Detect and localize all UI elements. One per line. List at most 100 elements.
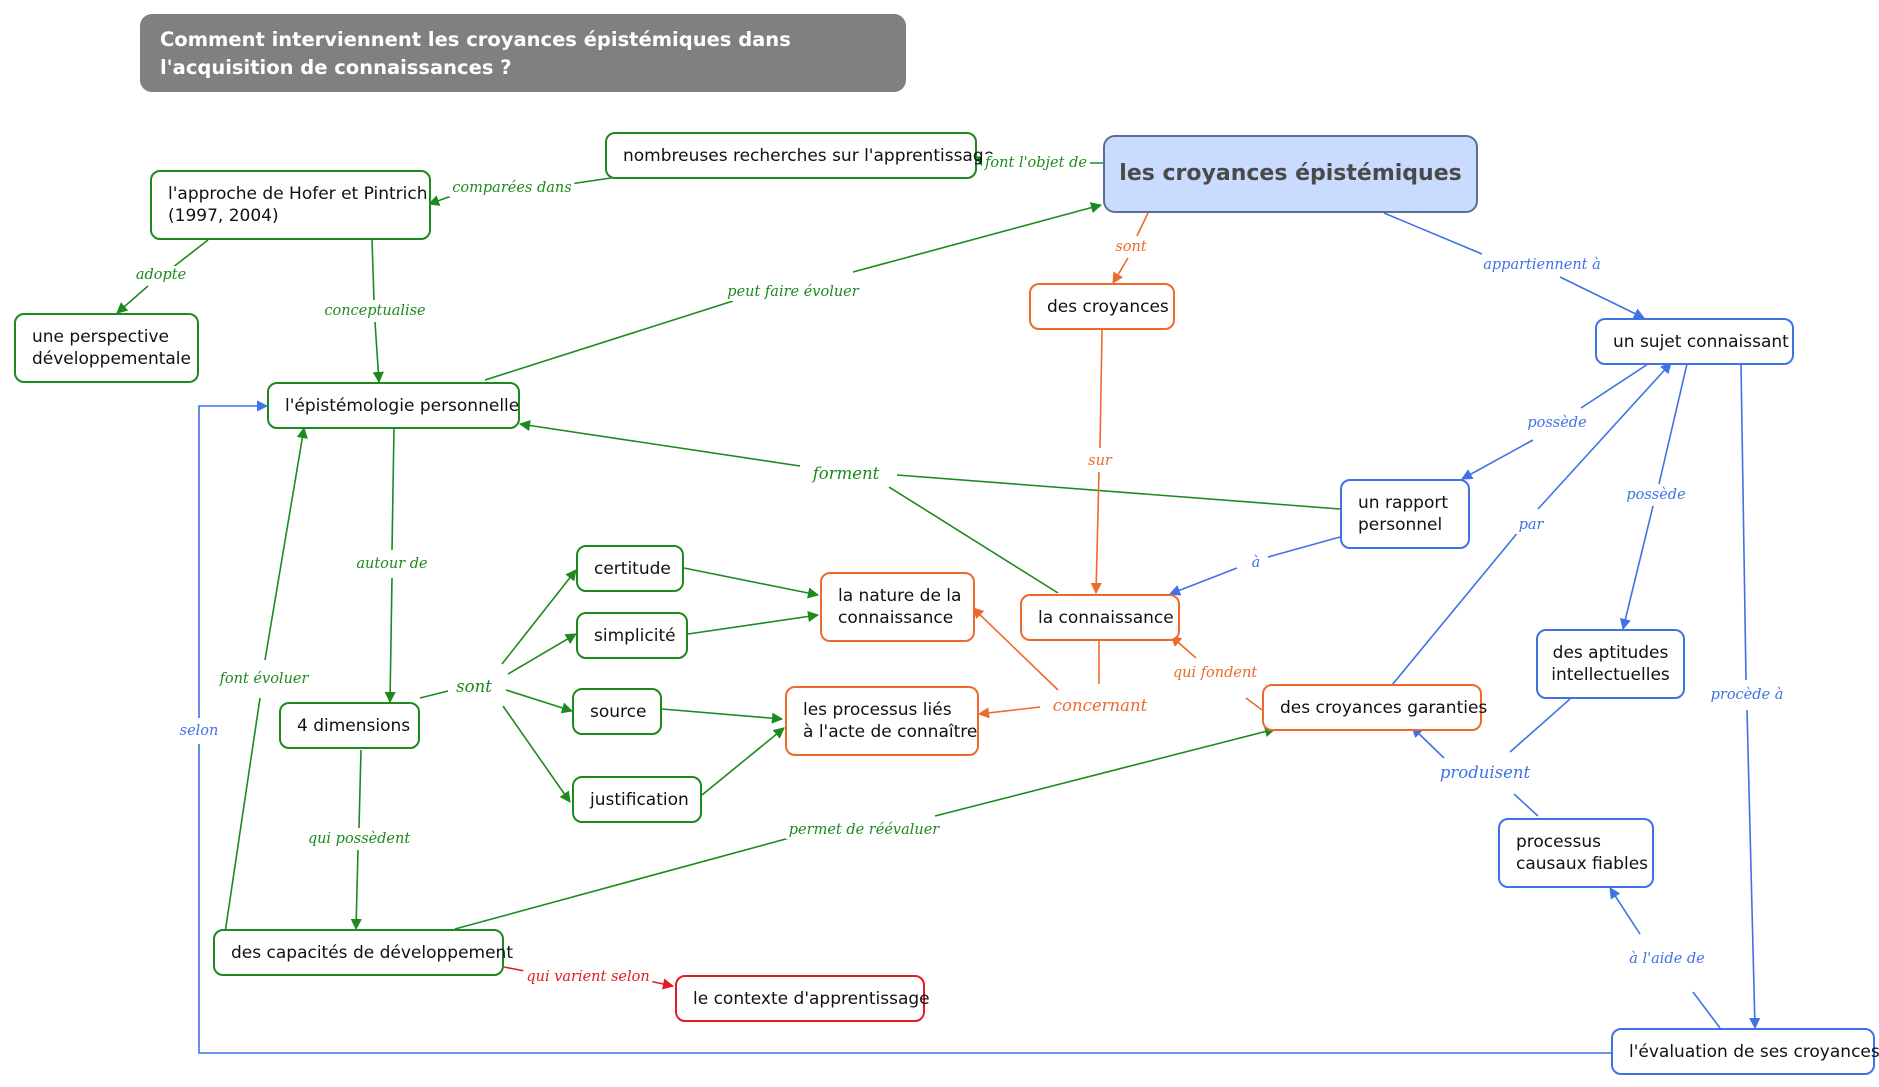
node-label: des croyances garanties bbox=[1280, 697, 1488, 718]
node-label: nombreuses recherches sur l'apprentissag… bbox=[623, 145, 995, 166]
node-source[interactable]: source bbox=[572, 688, 662, 735]
node-des-croyances[interactable]: des croyances bbox=[1029, 283, 1175, 330]
node-processus-causaux[interactable]: processus causaux fiables bbox=[1498, 818, 1654, 888]
link-procede: procède à bbox=[1707, 686, 1787, 704]
edge-sont-to-source bbox=[505, 689, 574, 714]
node-croyances-epistemiques[interactable]: les croyances épistémiques bbox=[1103, 135, 1478, 213]
node-capacites[interactable]: des capacités de développement bbox=[213, 929, 513, 976]
edge-produisent-to-garanties bbox=[1411, 726, 1445, 759]
edge-alaide-to-causaux bbox=[1609, 887, 1641, 935]
link-sur: sur bbox=[1085, 452, 1115, 470]
edge-aptitudes-to-produisent bbox=[1509, 698, 1571, 753]
node-label-line-2: à l'acte de connaître bbox=[803, 722, 978, 742]
edge-croyances-to-sont bbox=[1136, 212, 1149, 237]
link-par: par bbox=[1515, 516, 1547, 534]
node-contexte[interactable]: le contexte d'apprentissage bbox=[675, 975, 930, 1022]
link-possede-aptitudes: possède bbox=[1623, 486, 1689, 504]
node-simplicite[interactable]: simplicité bbox=[576, 612, 688, 659]
node-label-line-2: causaux fiables bbox=[1516, 854, 1649, 874]
edge-hofer-to-conceptualise bbox=[371, 239, 375, 301]
node-label: l'épistémologie personnelle bbox=[285, 395, 520, 416]
edge-conceptualise-to-epistemologie bbox=[372, 321, 384, 384]
edge-croyances-to-appartiennent bbox=[1383, 212, 1483, 255]
node-label-line-1: une perspective bbox=[32, 327, 170, 347]
edge-causaux-to-produisent bbox=[1513, 793, 1539, 817]
node-label: certitude bbox=[594, 558, 671, 579]
edge-autour-to-dimensions bbox=[384, 577, 396, 704]
edge-possede1-to-rapport bbox=[1461, 439, 1534, 480]
node-label-line-2: intellectuelles bbox=[1551, 665, 1670, 685]
node-label-line-1: la nature de la bbox=[838, 586, 962, 606]
node-label: simplicité bbox=[594, 625, 676, 646]
node-label-line-2: développementale bbox=[32, 349, 191, 369]
node-sujet-connaissant[interactable]: un sujet connaissant bbox=[1595, 318, 1794, 365]
edge-evaluation-to-alaide bbox=[1692, 991, 1721, 1029]
edge-certitude-to-nature bbox=[683, 567, 820, 599]
node-aptitudes[interactable]: des aptitudes intellectuelles bbox=[1536, 629, 1685, 699]
node-certitude[interactable]: certitude bbox=[576, 545, 684, 592]
edge-peutfaire-to-croyances bbox=[852, 202, 1103, 273]
edge-sujet-to-possede1 bbox=[1580, 363, 1649, 409]
link-permet: permet de réévaluer bbox=[785, 821, 943, 839]
link-adopte: adopte bbox=[132, 266, 190, 284]
link-possede-rapport: possède bbox=[1524, 414, 1590, 432]
link-conceptualise: conceptualise bbox=[321, 302, 429, 320]
node-4-dimensions[interactable]: 4 dimensions bbox=[279, 702, 420, 749]
node-label-line-1: l'approche de Hofer et Pintrich bbox=[168, 184, 428, 204]
edge-descroyances-to-sur bbox=[1099, 329, 1103, 449]
link-autour: autour de bbox=[353, 555, 431, 573]
node-justification[interactable]: justification bbox=[572, 776, 702, 823]
edge-selon-to-epistemologie bbox=[198, 400, 269, 718]
edge-sujet-to-procede bbox=[1740, 363, 1747, 681]
node-croyances-garanties[interactable]: des croyances garanties bbox=[1262, 684, 1487, 731]
edge-epistemologie-to-autour bbox=[391, 427, 395, 551]
edge-sont-to-justification bbox=[502, 705, 571, 803]
node-hofer-pintrich[interactable]: l'approche de Hofer et Pintrich (1997, 2… bbox=[150, 170, 431, 240]
node-la-connaissance[interactable]: la connaissance bbox=[1020, 594, 1180, 641]
link-qui-fondent: qui fondent bbox=[1169, 664, 1261, 682]
edge-capacites-to-fontevoluer bbox=[224, 697, 261, 934]
link-sont-green: sont bbox=[453, 678, 495, 696]
edge-epistemologie-to-peutfaire bbox=[484, 300, 734, 381]
link-qui-varient: qui varient selon bbox=[523, 968, 653, 986]
edge-garanties-to-par bbox=[1391, 530, 1520, 686]
edge-adopte-to-perspective bbox=[116, 285, 149, 314]
node-epistemologie[interactable]: l'épistémologie personnelle bbox=[267, 382, 520, 429]
edge-garanties-to-quifondent bbox=[1245, 697, 1263, 711]
link-comparees: comparées dans bbox=[449, 179, 575, 197]
edge-a-to-connaissance bbox=[1168, 567, 1238, 596]
link-peut-faire: peut faire évoluer bbox=[724, 283, 862, 301]
link-a-laide: à l'aide de bbox=[1626, 950, 1708, 968]
node-perspective[interactable]: une perspective développementale bbox=[14, 313, 199, 383]
edge-source-to-processus bbox=[661, 708, 784, 724]
edge-forment-to-epistemologie bbox=[518, 419, 801, 467]
link-selon: selon bbox=[176, 722, 222, 740]
edge-sont-to-simplicite bbox=[507, 633, 577, 675]
node-nature-connaissance[interactable]: la nature de la connaissance bbox=[820, 572, 975, 642]
edge-sont-to-descroyances bbox=[1112, 257, 1129, 284]
node-label: le contexte d'apprentissage bbox=[693, 988, 930, 1009]
link-font-evoluer: font évoluer bbox=[216, 670, 312, 688]
edge-hofer-to-adopte bbox=[171, 239, 209, 269]
edge-simplicite-to-nature bbox=[687, 610, 820, 635]
node-label: des croyances bbox=[1047, 296, 1169, 317]
edge-connaissance-to-forment bbox=[888, 486, 1059, 594]
node-processus-lies[interactable]: les processus liés à l'acte de connaître bbox=[785, 686, 979, 756]
node-label-line-2: connaissance bbox=[838, 608, 954, 628]
edge-procede-to-evaluation bbox=[1746, 709, 1761, 1030]
node-evaluation[interactable]: l'évaluation de ses croyances bbox=[1611, 1028, 1879, 1075]
edge-concernant-to-processus bbox=[977, 706, 1041, 719]
edge-appartiennent-to-sujet bbox=[1559, 276, 1646, 319]
node-rapport-personnel[interactable]: un rapport personnel bbox=[1340, 479, 1470, 549]
link-concernant: concernant bbox=[1049, 697, 1151, 715]
node-recherches[interactable]: nombreuses recherches sur l'apprentissag… bbox=[605, 132, 994, 179]
link-produisent: produisent bbox=[1436, 764, 1534, 782]
node-label: un sujet connaissant bbox=[1613, 331, 1789, 352]
edge-possede2-to-aptitudes bbox=[1619, 505, 1654, 631]
edge-quifondent-to-connaissance bbox=[1170, 635, 1197, 659]
node-label: justification bbox=[590, 789, 689, 810]
edge-evaluation-to-selon bbox=[198, 744, 1611, 1054]
page-title: Comment interviennent les croyances épis… bbox=[140, 14, 906, 92]
edge-permet-to-garanties bbox=[934, 726, 1277, 817]
